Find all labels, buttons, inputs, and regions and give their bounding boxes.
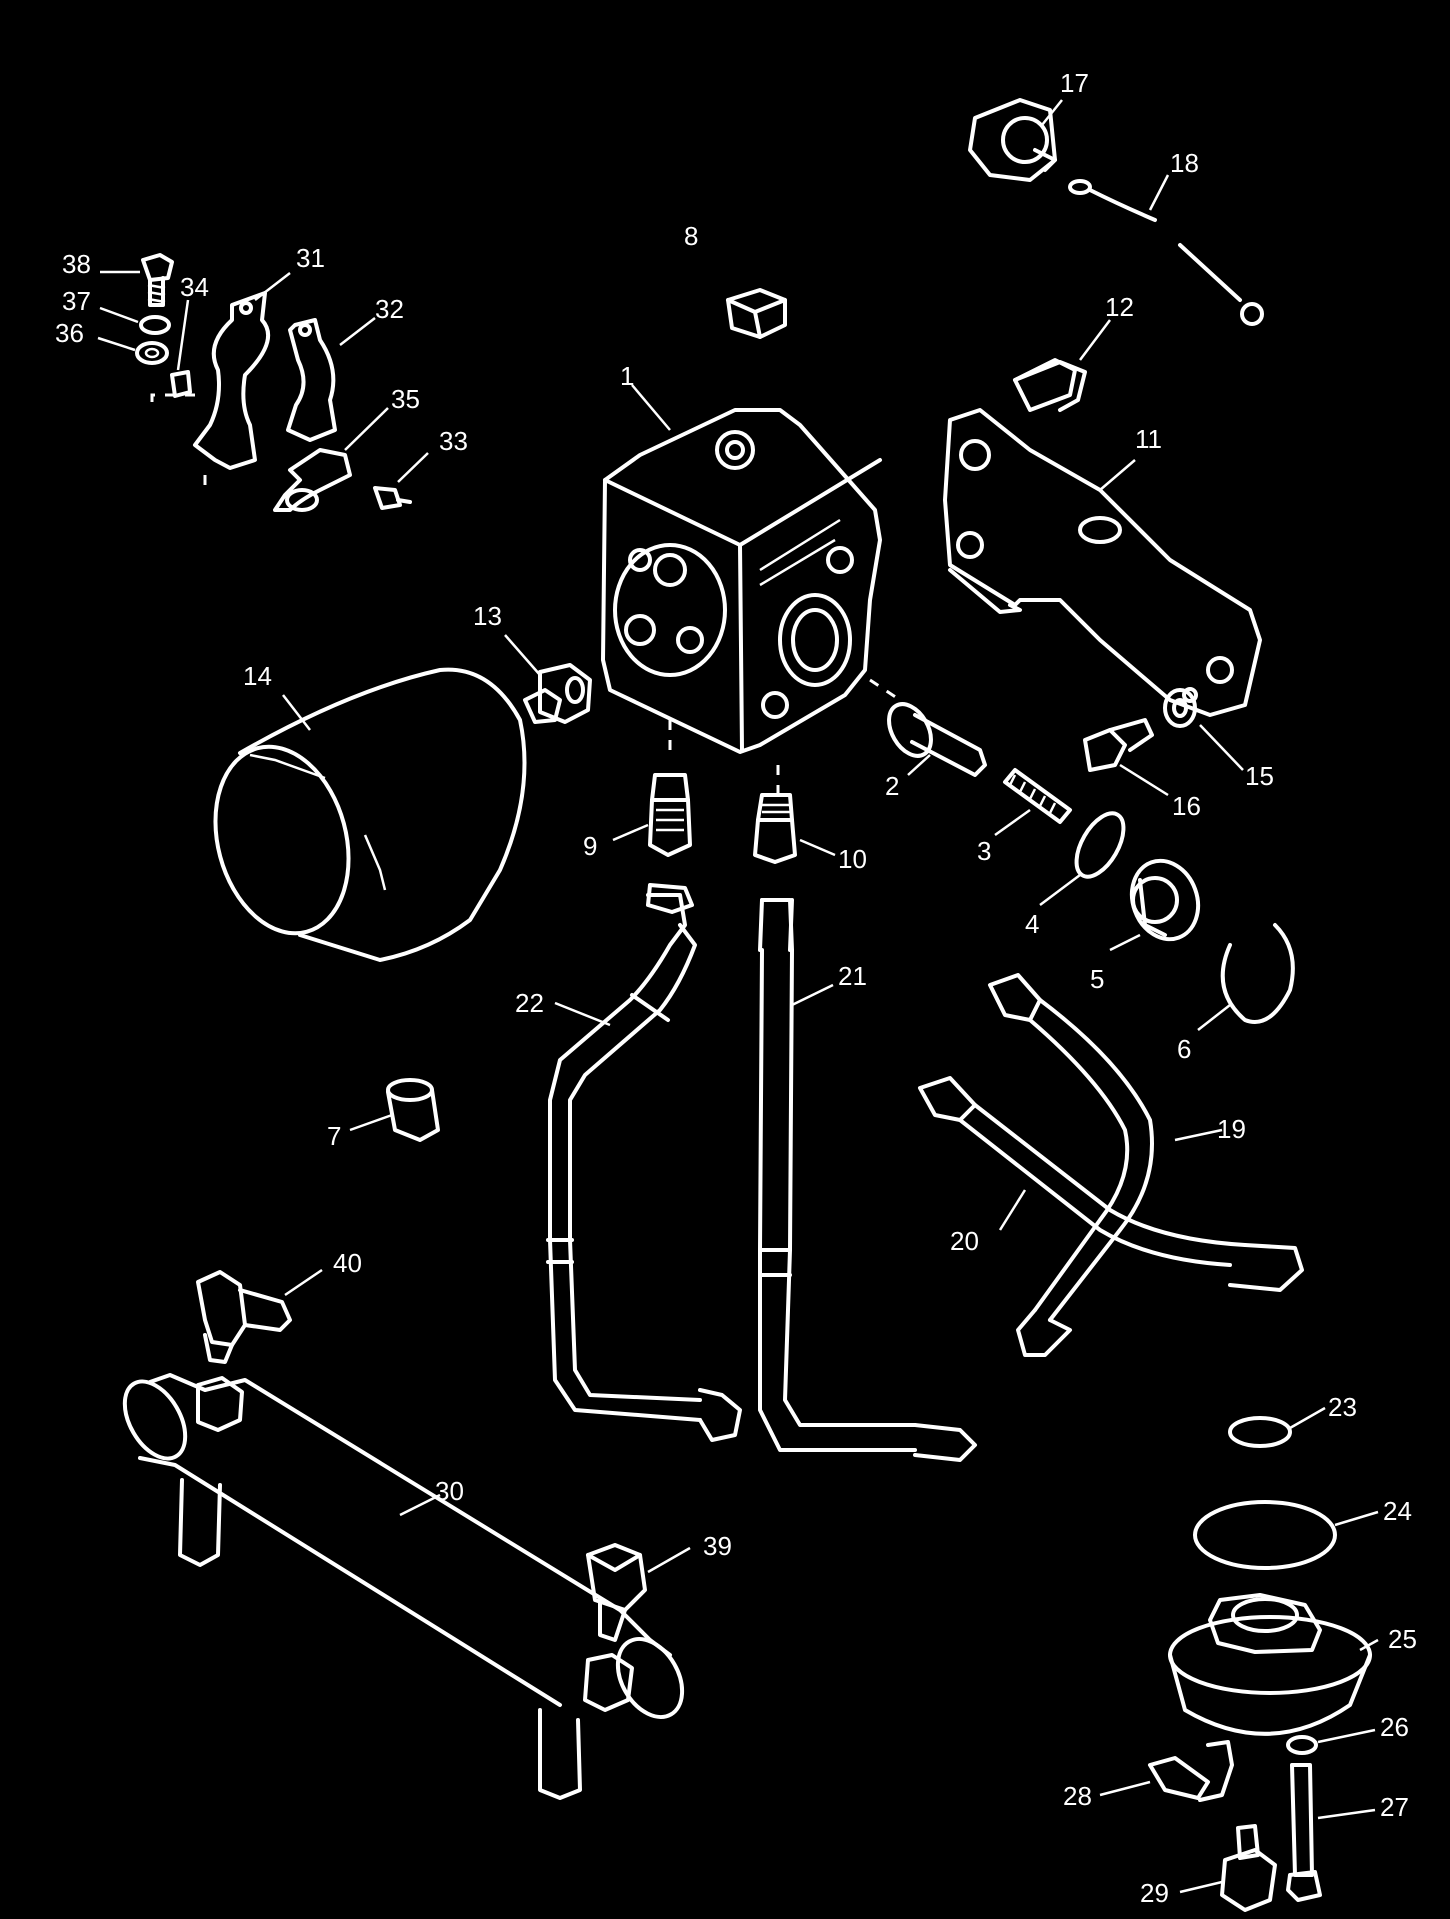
part-26-washer bbox=[1286, 1735, 1318, 1755]
part-4-o-ring bbox=[1074, 811, 1126, 879]
callout-22: 22 bbox=[515, 988, 544, 1018]
callout-13: 13 bbox=[473, 601, 502, 631]
part-38-bolt bbox=[141, 253, 174, 307]
part-33-screw bbox=[373, 486, 412, 510]
callout-37: 37 bbox=[62, 286, 91, 316]
callout-35: 35 bbox=[391, 384, 420, 414]
part-37-lockwasher bbox=[139, 315, 171, 335]
callout-33: 33 bbox=[439, 426, 468, 456]
callout-38: 38 bbox=[62, 249, 91, 279]
part-15-washer bbox=[1163, 688, 1197, 728]
callout-6: 6 bbox=[1177, 1034, 1191, 1064]
part-7-bushing bbox=[386, 1078, 440, 1142]
callout-29: 29 bbox=[1140, 1878, 1169, 1908]
callout-1: 1 bbox=[620, 361, 634, 391]
callout-15: 15 bbox=[1245, 761, 1274, 791]
part-14-oil-filter bbox=[213, 667, 527, 962]
part-11-bracket bbox=[943, 408, 1262, 717]
callout-32: 32 bbox=[375, 294, 404, 324]
part-8-plug bbox=[726, 288, 787, 339]
part-13-fitting bbox=[523, 663, 592, 724]
part-32-clamp bbox=[286, 318, 337, 442]
callout-2: 2 bbox=[885, 771, 899, 801]
part-5-cap bbox=[1129, 858, 1201, 942]
part-36-washer bbox=[135, 341, 169, 365]
part-10-fitting bbox=[753, 793, 797, 864]
part-16-bolt bbox=[1083, 718, 1154, 772]
callout-18: 18 bbox=[1170, 148, 1199, 178]
part-35-clamp bbox=[273, 448, 352, 512]
callout-40: 40 bbox=[333, 1248, 362, 1278]
part-25-mount bbox=[1168, 1593, 1372, 1736]
callout-24: 24 bbox=[1383, 1496, 1412, 1526]
part-21-hose bbox=[758, 898, 977, 1462]
part-24-o-ring bbox=[1193, 1500, 1337, 1570]
part-39-elbow bbox=[586, 1543, 647, 1642]
callout-25: 25 bbox=[1388, 1624, 1417, 1654]
part-23-o-ring bbox=[1228, 1416, 1292, 1448]
part-2-valve bbox=[887, 702, 987, 777]
alignment-line-2 bbox=[869, 678, 901, 702]
callout-26: 26 bbox=[1380, 1712, 1409, 1742]
part-12-bolt bbox=[1013, 358, 1087, 412]
part-9-fitting bbox=[648, 773, 692, 857]
callout-3: 3 bbox=[977, 836, 991, 866]
callout-21: 21 bbox=[838, 961, 867, 991]
part-31-clamp bbox=[150, 291, 271, 490]
part-18-wire bbox=[1068, 179, 1264, 326]
callout-7: 7 bbox=[327, 1121, 341, 1151]
callout-39: 39 bbox=[703, 1531, 732, 1561]
callout-31: 31 bbox=[296, 243, 325, 273]
part-40-elbow bbox=[196, 1270, 292, 1364]
callout-30: 30 bbox=[435, 1476, 464, 1506]
callout-10: 10 bbox=[838, 844, 867, 874]
callout-5: 5 bbox=[1090, 964, 1104, 994]
callout-16: 16 bbox=[1172, 791, 1201, 821]
callout-12: 12 bbox=[1105, 292, 1134, 322]
callout-11: 11 bbox=[1135, 424, 1162, 454]
callout-14: 14 bbox=[243, 661, 272, 691]
part-28-elbow bbox=[1148, 1740, 1234, 1802]
callout-34: 34 bbox=[180, 272, 209, 302]
callout-23: 23 bbox=[1328, 1392, 1357, 1422]
part-22-hose bbox=[546, 883, 742, 1442]
part-34-nut bbox=[170, 370, 192, 398]
callout-19: 19 bbox=[1217, 1114, 1246, 1144]
callout-labels: 17 18 8 12 11 1 13 14 9 10 2 3 4 5 6 15 … bbox=[55, 68, 1417, 1908]
part-29-fitting bbox=[1220, 1824, 1277, 1912]
part-3-spring bbox=[1003, 768, 1072, 824]
callout-28: 28 bbox=[1063, 1781, 1092, 1811]
callout-4: 4 bbox=[1025, 909, 1039, 939]
leader-lines bbox=[97, 99, 1379, 1894]
callout-17: 17 bbox=[1060, 68, 1089, 98]
part-19-hose bbox=[988, 973, 1154, 1357]
callout-8: 8 bbox=[684, 221, 698, 251]
callout-20: 20 bbox=[950, 1226, 979, 1256]
part-20-hose bbox=[918, 1076, 1304, 1292]
part-27-bolt bbox=[1286, 1763, 1322, 1902]
callout-9: 9 bbox=[583, 831, 597, 861]
part-17-sender bbox=[968, 98, 1057, 182]
callout-27: 27 bbox=[1380, 1792, 1409, 1822]
part-6-retaining-ring bbox=[1220, 923, 1295, 1024]
part-30-cooler bbox=[122, 1373, 685, 1800]
callout-36: 36 bbox=[55, 318, 84, 348]
part-1-adapter-block bbox=[601, 408, 882, 754]
